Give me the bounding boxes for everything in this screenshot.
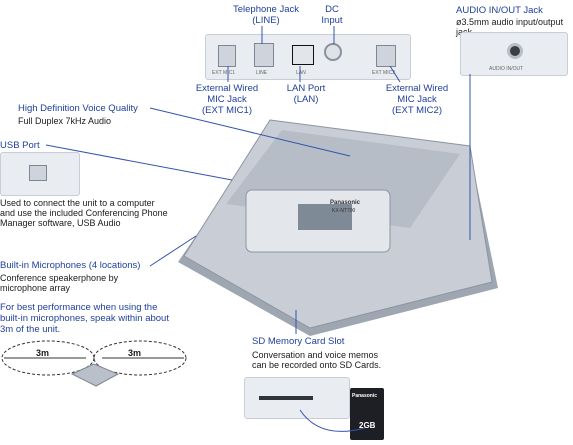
sd-card-capacity: 2GB xyxy=(359,421,376,430)
conference-phone-image xyxy=(178,119,498,336)
sd-card-brand: Panasonic xyxy=(352,393,378,399)
sd-card-title: SD Memory Card Slot xyxy=(252,336,345,347)
sd-slot-icon xyxy=(259,396,313,400)
ext-mic2-port xyxy=(376,45,396,67)
ext-mic2-code: (EXT MIC2) xyxy=(392,105,442,116)
builtin-mics-desc: Conference speakerphone by microphone ar… xyxy=(0,273,118,293)
panel-label-line: LINE xyxy=(256,70,268,76)
ext-mic1-title: External Wired xyxy=(195,83,259,94)
dc-input-port xyxy=(324,43,342,61)
usb-port-desc: Used to connect the unit to a computer a… xyxy=(0,198,200,228)
sd-card-desc-2: can be recorded onto SD Cards. xyxy=(252,360,382,370)
ext-mic1-port xyxy=(218,45,236,67)
telephone-jack-label: Telephone Jack (LINE) xyxy=(226,4,306,26)
phone-brand: Panasonic xyxy=(330,200,361,206)
usb-port-title: USB Port xyxy=(0,140,40,151)
ext-mic2-title: External Wired xyxy=(385,83,449,94)
range-ellipse-right xyxy=(93,340,187,376)
ext-mic2-sub: MIC Jack xyxy=(397,94,437,105)
line-port xyxy=(254,43,274,67)
usb-port-image xyxy=(0,152,80,196)
builtin-mics-title: Built-in Microphones (4 locations) xyxy=(0,260,141,271)
usb-desc-line-2: and use the included Conferencing Phone xyxy=(0,208,168,218)
sd-card-icon: Panasonic 2GB xyxy=(350,388,384,440)
phone-display xyxy=(298,204,352,230)
ext-mic2-label: External Wired MIC Jack (EXT MIC2) xyxy=(376,83,458,116)
lan-port-sub: (LAN) xyxy=(293,94,319,105)
builtin-mics-desc-1: Conference speakerphone by xyxy=(0,273,119,283)
phone-model: KX-NT700 xyxy=(332,208,356,214)
range-right-label: 3m xyxy=(128,348,142,358)
mini-phone-icon xyxy=(70,363,120,387)
lan-port xyxy=(292,45,314,65)
rear-panel-image: EXT MIC1 LINE LAN EXT MIC2 xyxy=(205,34,411,80)
panel-label-lan: LAN xyxy=(296,70,306,76)
telephone-jack-sub: (LINE) xyxy=(252,15,280,26)
dc-input-title: DC xyxy=(325,4,339,15)
sd-card-desc: Conversation and voice memos can be reco… xyxy=(252,350,381,370)
audio-panel-label: AUDIO IN/OUT xyxy=(489,66,524,72)
performance-note-line-1: For best performance when using the xyxy=(0,302,158,313)
lan-port-label: LAN Port (LAN) xyxy=(278,83,334,105)
range-left-label: 3m xyxy=(36,348,50,358)
dc-input-label: DC Input xyxy=(312,4,352,26)
usb-desc-line-1: Used to connect the unit to a computer xyxy=(0,198,155,208)
dc-input-sub: Input xyxy=(321,15,343,26)
builtin-mics-desc-2: microphone array xyxy=(0,283,71,293)
sd-card-desc-1: Conversation and voice memos xyxy=(252,350,379,360)
usb-desc-line-3: Manager software, USB Audio xyxy=(0,218,121,228)
audio-jack-icon xyxy=(507,43,523,59)
performance-note: For best performance when using the buil… xyxy=(0,302,200,335)
performance-note-line-2: built-in microphones, speak within about xyxy=(0,313,169,324)
telephone-jack-title: Telephone Jack xyxy=(232,4,300,15)
lan-port-title: LAN Port xyxy=(286,83,326,94)
sd-slot-image xyxy=(244,377,350,419)
hd-voice-title: High Definition Voice Quality xyxy=(18,103,138,114)
performance-note-line-3: 3m of the unit. xyxy=(0,324,61,335)
audio-inout-title: AUDIO IN/OUT Jack xyxy=(456,5,543,16)
hd-voice-desc: Full Duplex 7kHz Audio xyxy=(18,116,112,126)
range-diagram xyxy=(1,340,187,387)
audio-inout-panel: AUDIO IN/OUT xyxy=(460,32,568,76)
range-ellipse-left xyxy=(1,340,95,376)
usb-port-icon xyxy=(29,165,47,181)
panel-label-ext1: EXT MIC1 xyxy=(212,70,235,76)
panel-label-ext2: EXT MIC2 xyxy=(372,70,395,76)
ext-mic1-sub: MIC Jack xyxy=(207,94,247,105)
